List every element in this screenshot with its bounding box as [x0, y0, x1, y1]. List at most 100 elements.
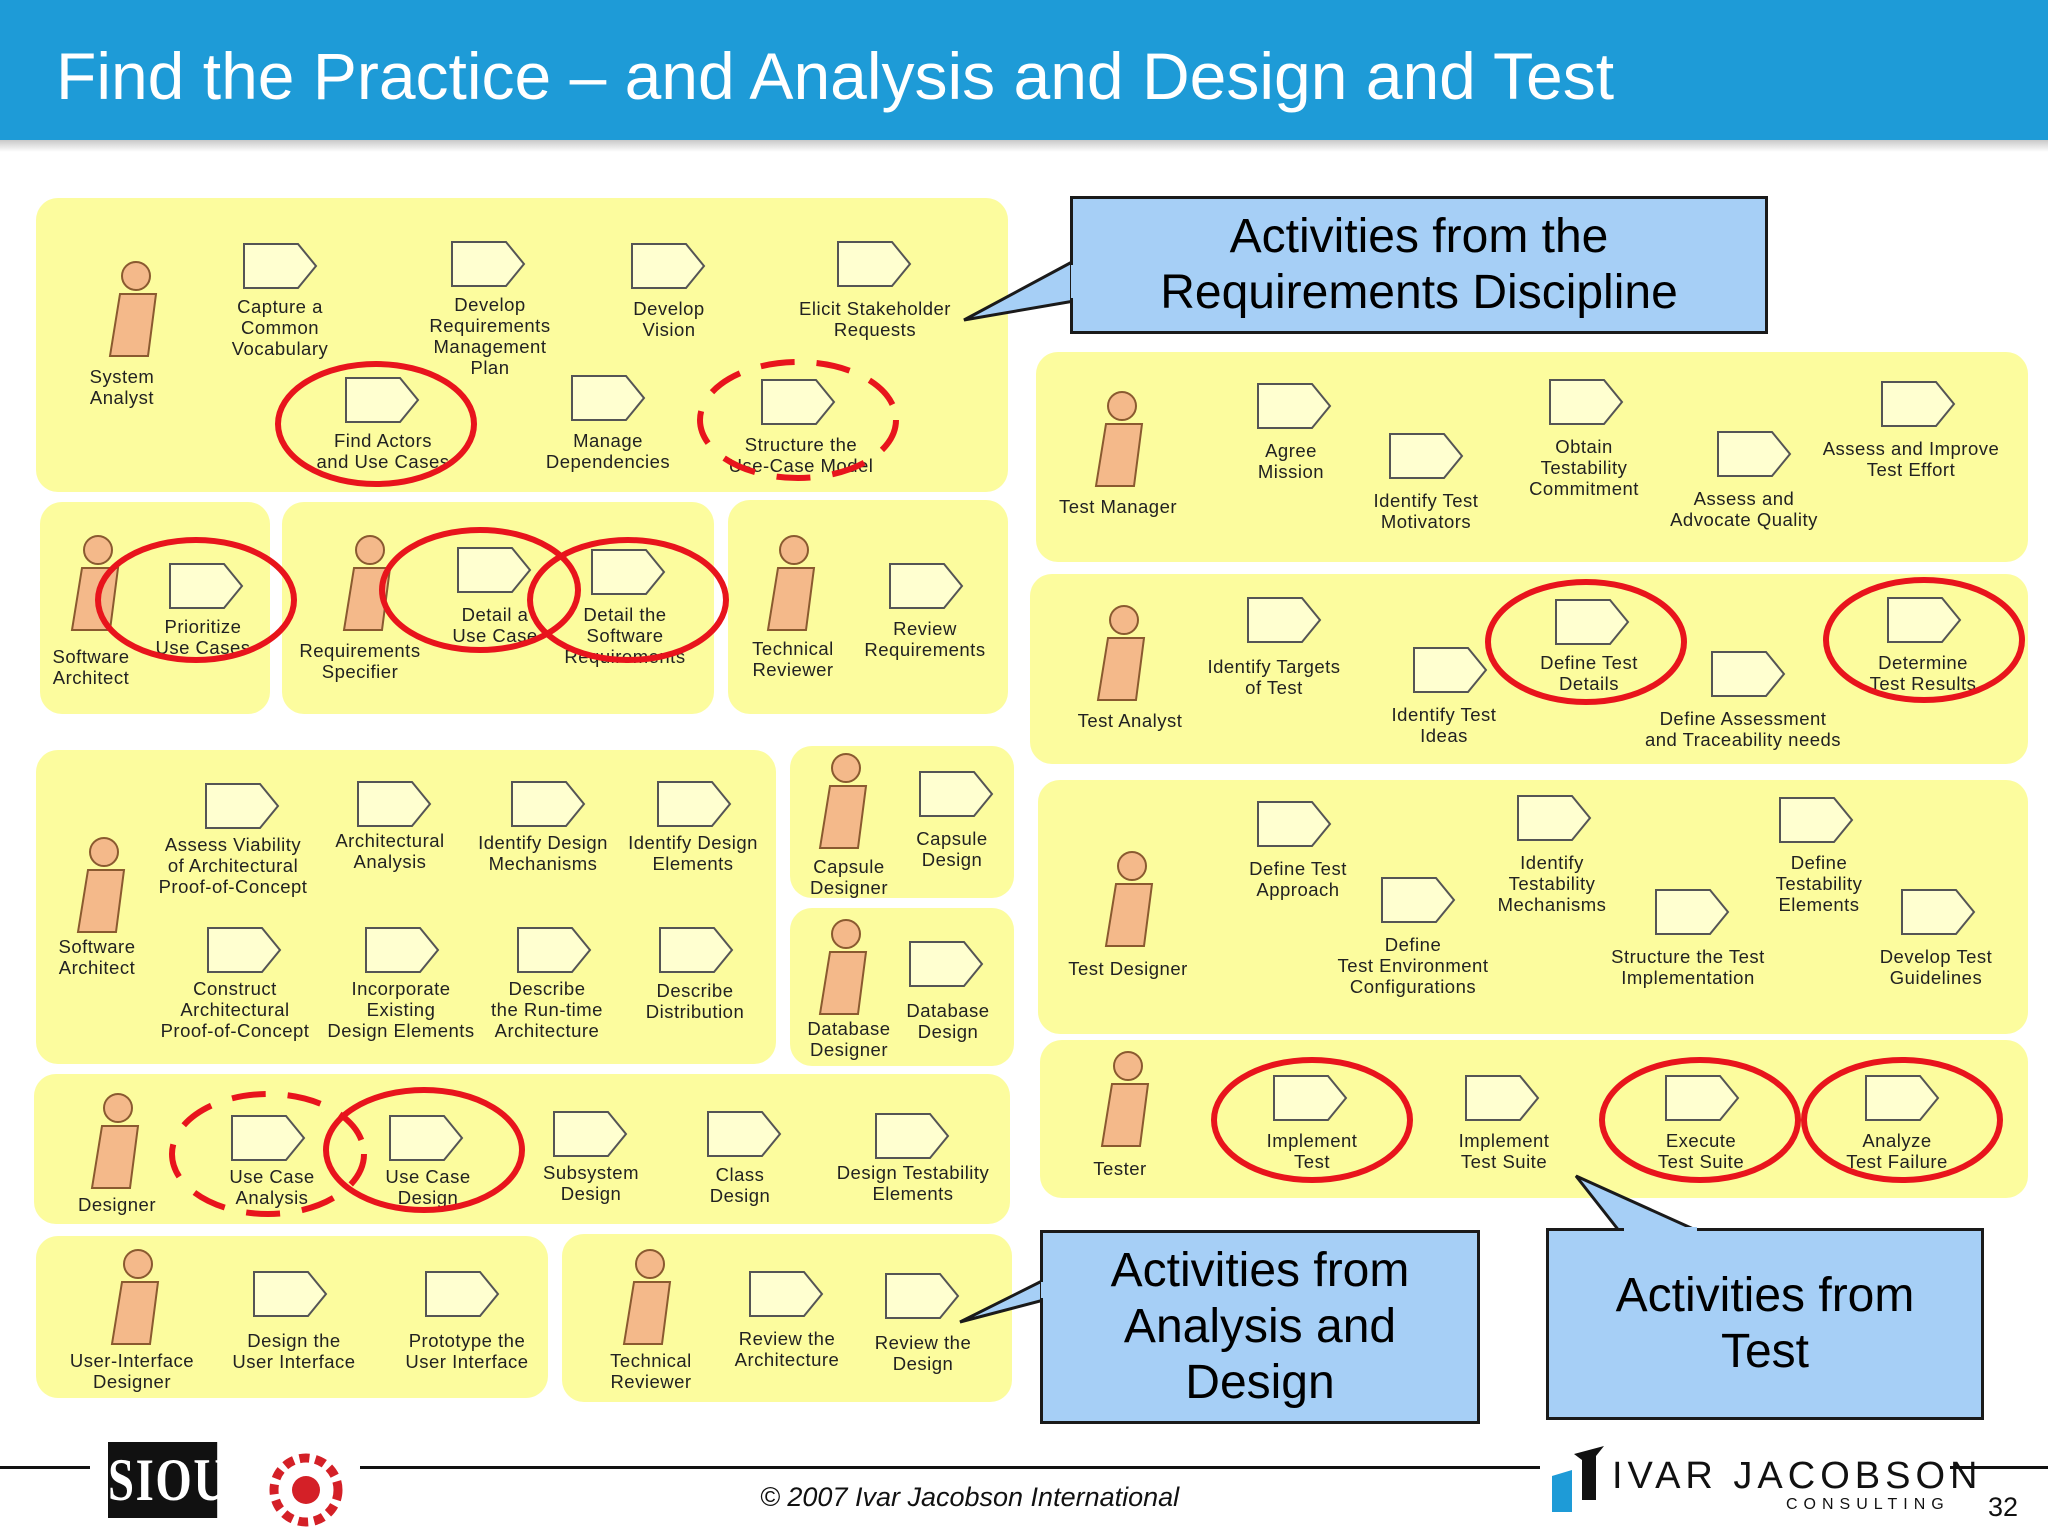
activity-identify-design-elements: Identify Design Elements [628, 832, 758, 874]
activity-database-design: Database Design [906, 1000, 990, 1042]
activity-design-testability-icon [874, 1112, 950, 1160]
activity-usecase-design-icon [388, 1114, 464, 1162]
activity-identify-design-mechanisms-icon [510, 780, 586, 828]
activity-construct-poc-icon [206, 926, 282, 974]
activity-database-design-icon [908, 940, 984, 988]
activity-capture-vocabulary: Capture a Common Vocabulary [231, 296, 329, 359]
activity-develop-vision-icon [630, 242, 706, 290]
activity-review-design-icon [884, 1272, 960, 1320]
activity-identify-testability-mech-icon [1516, 794, 1592, 842]
activity-determine-results: Determine Test Results [1869, 652, 1977, 694]
activity-describe-distribution-icon [658, 926, 734, 974]
activity-review-architecture: Review the Architecture [734, 1328, 840, 1370]
activity-identify-targets: Identify Targets of Test [1207, 656, 1341, 698]
role-capsule-designer-label: Capsule Designer [809, 856, 889, 898]
activity-define-testability-elements-icon [1778, 796, 1854, 844]
activity-identify-test-motivators-icon [1388, 432, 1464, 480]
activity-develop-req-plan-icon [450, 240, 526, 288]
activity-identify-targets-icon [1246, 596, 1322, 644]
activity-define-test-environment: Define Test Environment Configurations [1337, 934, 1489, 997]
activity-prioritize-usecases-icon [168, 562, 244, 610]
role-software-architect-label: Software Architect [52, 646, 130, 688]
activity-capsule-design: Capsule Design [916, 828, 988, 870]
activity-assess-improve-test-icon [1880, 380, 1956, 428]
highlight-define-test-details [1485, 579, 1687, 705]
title-bar-shadow [0, 140, 2048, 152]
role-ad-technical-reviewer-figure [612, 1248, 684, 1348]
activity-class-design: Class Design [709, 1164, 771, 1206]
activity-detail-usecase: Detail a Use Case [452, 604, 538, 646]
highlight-implement-test [1211, 1057, 1413, 1183]
activity-subsystem-design: Subsystem Design [542, 1162, 639, 1204]
activity-define-testability-elements: Define Testability Elements [1775, 852, 1863, 915]
role-designer-figure [80, 1092, 152, 1192]
activity-describe-distribution: Describe Distribution [645, 980, 745, 1022]
role-test-analyst-figure [1086, 604, 1158, 704]
activity-describe-runtime: Describe the Run-time Architecture [491, 978, 603, 1041]
role-database-designer-label: Database Designer [807, 1018, 891, 1060]
activity-assess-advocate-quality-icon [1716, 430, 1792, 478]
panel-test-manager [1036, 352, 2028, 562]
activity-implement-test-suite: Implement Test Suite [1458, 1130, 1550, 1172]
activity-obtain-testability: Obtain Testability Commitment [1529, 436, 1639, 499]
panel-test-analyst [1030, 574, 2028, 764]
highlight-usecase-analysis [169, 1091, 367, 1217]
activity-design-ui: Design the User Interface [232, 1330, 356, 1372]
activity-identify-design-mechanisms: Identify Design Mechanisms [478, 832, 608, 874]
activity-review-requirements-icon [888, 562, 964, 610]
activity-structure-test-impl: Structure the Test Implementation [1611, 946, 1765, 988]
role-test-designer-label: Test Designer [1068, 958, 1188, 979]
activity-define-assessment: Define Assessment and Traceability needs [1644, 708, 1842, 750]
activity-design-ui-icon [252, 1270, 328, 1318]
role-test-analyst-label: Test Analyst [1077, 710, 1183, 731]
highlight-structure-usecase-model [697, 359, 899, 481]
activity-identify-testability-mech: Identify Testability Mechanisms [1497, 852, 1607, 915]
highlight-find-actors [275, 361, 477, 487]
callout-requirements: Activities from the Requirements Discipl… [1070, 196, 1768, 334]
activity-define-assessment-icon [1710, 650, 1786, 698]
activity-define-test-approach-icon [1256, 800, 1332, 848]
role-system-analyst-figure [98, 260, 170, 360]
ivar-jacobson-logo: IVAR JACOBSON [1612, 1455, 1983, 1497]
activity-implement-test-suite-icon [1464, 1074, 1540, 1122]
activity-agree-mission: Agree Mission [1257, 440, 1325, 482]
role-capsule-designer-figure [808, 752, 880, 852]
activity-prototype-ui-icon [424, 1270, 500, 1318]
callout-test: Activities from Test [1546, 1228, 1984, 1420]
role-tester-figure [1090, 1050, 1162, 1150]
activity-execute-test-suite: Execute Test Suite [1657, 1130, 1745, 1172]
role-ad-technical-reviewer-label: Technical Reviewer [610, 1350, 692, 1392]
activity-assess-improve-test: Assess and Improve Test Effort [1822, 438, 2000, 480]
activity-determine-results-icon [1886, 596, 1962, 644]
role-ui-designer-label: User-Interface Designer [69, 1350, 195, 1392]
role-ad-software-architect-figure [66, 836, 138, 936]
activity-review-architecture-icon [748, 1270, 824, 1318]
role-ui-designer-figure [100, 1248, 172, 1348]
footer-rule-right [1950, 1466, 2048, 1469]
activity-incorporate-existing: Incorporate Existing Design Elements [327, 978, 475, 1041]
activity-manage-dependencies: Manage Dependencies [545, 430, 671, 472]
activity-obtain-testability-icon [1548, 378, 1624, 426]
activity-identify-test-motivators: Identify Test Motivators [1373, 490, 1479, 532]
role-test-designer-figure [1094, 850, 1166, 950]
activity-architectural-analysis-icon [356, 780, 432, 828]
role-system-analyst-label: System Analyst [89, 366, 155, 408]
activity-analyze-test-failure: Analyze Test Failure [1846, 1130, 1948, 1172]
role-req-technical-reviewer-figure [756, 534, 828, 634]
highlight-prioritize-usecases [95, 537, 297, 663]
footer-rule-middle [360, 1466, 1540, 1469]
role-test-manager-label: Test Manager [1058, 496, 1178, 517]
slide-title: Find the Practice – and Analysis and Des… [56, 39, 1615, 113]
activity-assess-viability: Assess Viability of Architectural Proof-… [158, 834, 308, 897]
activity-execute-test-suite-icon [1664, 1074, 1740, 1122]
footer-rule-left [0, 1466, 90, 1469]
activity-construct-poc: Construct Architectural Proof-of-Concept [160, 978, 310, 1041]
activity-structure-usecase-model-icon [760, 378, 836, 426]
activity-manage-dependencies-icon [570, 374, 646, 422]
activity-define-test-details-icon [1554, 598, 1630, 646]
role-req-technical-reviewer-label: Technical Reviewer [752, 638, 834, 680]
activity-assess-advocate-quality: Assess and Advocate Quality [1670, 488, 1818, 530]
page-number: 32 [1988, 1492, 2019, 1522]
